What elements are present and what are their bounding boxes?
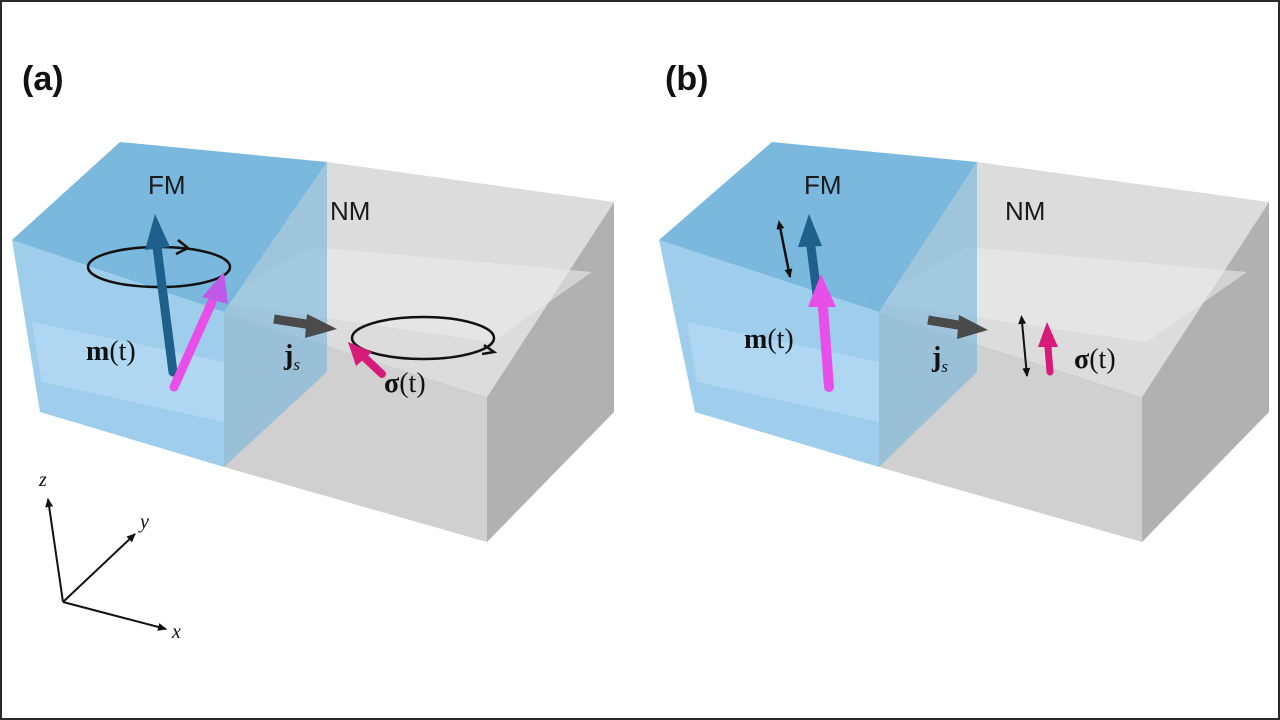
magnetization-precessing-arrowhead (202, 272, 228, 304)
nm-label-a: NM (330, 196, 370, 226)
spin-accumulation-arrow (361, 354, 386, 378)
panel-b: (b) FM NM m(t) j (659, 60, 1269, 542)
panel-a: (a) FM NM m(t) (12, 60, 614, 643)
panel-b-label: (b) (665, 60, 708, 98)
fm-lower-band (687, 322, 879, 422)
magnetization-equilibrium-arrowhead (145, 214, 170, 250)
magnetization-label-b: m(t) (744, 324, 794, 355)
nm-side-face (487, 202, 614, 542)
fm-top-face (12, 142, 327, 312)
fm-label-a: FM (148, 170, 186, 200)
fm-lower-band (32, 322, 224, 422)
oscillation-double-arrow-sigma (1018, 315, 1031, 377)
oscillation-double-arrow-m (776, 220, 793, 278)
magnetization-oscillating-arrowhead (808, 274, 836, 307)
precession-direction-arrowhead (175, 239, 189, 256)
sigma-orbit-arrowhead (481, 343, 498, 356)
z-axis (45, 498, 64, 603)
panel-a-label: (a) (22, 60, 64, 98)
nm-side-face (1142, 202, 1269, 542)
spin-current-arrow (927, 315, 965, 331)
y-axis (62, 533, 136, 603)
nm-label-b: NM (1005, 196, 1045, 226)
spin-current-label-a: js (283, 340, 300, 374)
fm-interface-face (224, 162, 327, 467)
fm-top-face (659, 142, 977, 312)
magnetization-equilibrium-arrow (152, 242, 178, 377)
fm-label-b: FM (804, 170, 842, 200)
magnetization-equilibrium-arrowhead (798, 214, 822, 247)
magnetization-precessing-arrow (169, 297, 217, 392)
magnetization-label-a: m(t) (86, 336, 136, 367)
coordinate-axes: z y x (38, 469, 181, 643)
spin-current-label-b: js (931, 342, 948, 376)
spin-current-arrowhead (305, 314, 337, 338)
fm-interface-face (879, 162, 977, 467)
spin-accumulation-label-a: σ(t) (384, 368, 426, 399)
fm-block-a (12, 142, 327, 467)
x-axis (62, 601, 167, 631)
spin-accumulation-arrowhead (1038, 322, 1058, 347)
magnetization-oscillating-arrow (818, 302, 834, 392)
precession-orbit-sigma (350, 315, 496, 361)
spin-current-arrow (273, 314, 313, 330)
x-axis-label: x (171, 621, 181, 643)
spin-current-arrowhead (957, 315, 988, 339)
spin-accumulation-arrowhead (348, 342, 372, 366)
z-axis-label: z (38, 469, 47, 491)
y-axis-label: y (138, 511, 149, 533)
spin-accumulation-arrow (1044, 343, 1054, 376)
spin-accumulation-label-b: σ(t) (1074, 344, 1116, 375)
